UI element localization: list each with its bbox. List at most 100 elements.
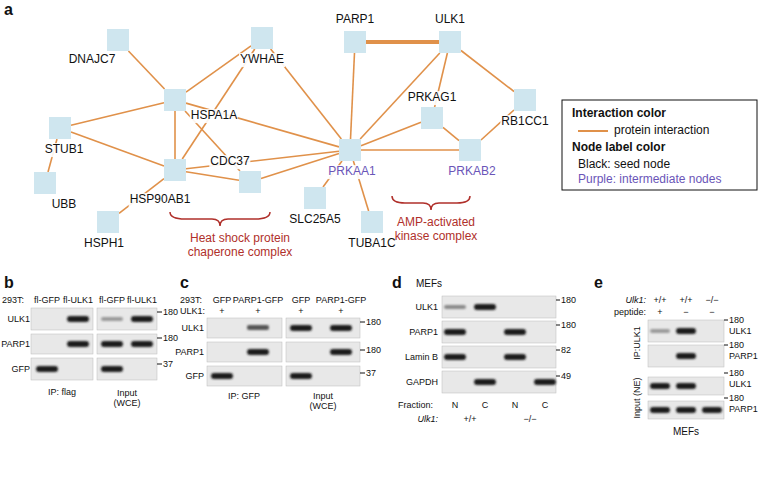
label-text: GAPDH [406, 377, 438, 387]
marker-tick [556, 325, 560, 326]
interaction-line [128, 51, 164, 89]
blot-strip [648, 320, 724, 342]
blot-band [504, 329, 526, 335]
node-label: HSPH1 [83, 237, 125, 251]
label-text: + [338, 306, 343, 316]
blot-band [247, 325, 269, 330]
blot-band [444, 329, 466, 335]
label-text: MEFs [416, 278, 442, 290]
blot-band [650, 407, 670, 413]
marker-tick [556, 350, 560, 351]
blot-band [650, 383, 670, 389]
node-label: PRKAA1 [327, 165, 376, 179]
interaction-line [71, 132, 164, 166]
interaction-line [186, 103, 339, 147]
protein-node: RB1CC1 [514, 89, 536, 111]
label-text: PARP1-GFP [316, 295, 366, 305]
blot-band [247, 349, 269, 355]
interaction-line [366, 42, 439, 43]
label-text: 293T: [2, 295, 24, 305]
blot-band [101, 366, 123, 372]
label-text: 180 [729, 315, 744, 325]
label-text: Interaction color [572, 107, 666, 121]
label-text: 180 [561, 295, 576, 305]
protein-node: CDC37 [239, 171, 261, 193]
label-text: + [255, 306, 260, 316]
label-text: IP:ULK1 [632, 326, 642, 360]
blot-strip [286, 318, 360, 338]
label-text: GFP [292, 295, 311, 305]
bracket [170, 212, 270, 226]
blot-band [676, 383, 696, 389]
blot-band [211, 373, 233, 379]
protein-node: HSPH1 [97, 211, 119, 233]
label-text: 180 [729, 393, 744, 403]
marker-tick [724, 373, 728, 374]
label-text: Ulk1: [417, 414, 438, 424]
legend-text: protein interaction [614, 124, 709, 138]
blot-strip [442, 346, 556, 368]
protein-node: YWHAE [251, 27, 273, 49]
label-text: − [683, 307, 688, 317]
label-text: 180 [729, 340, 744, 350]
label-text: 180 [163, 307, 178, 317]
label-text: e [594, 274, 603, 292]
label-text: ULK1 [729, 379, 752, 389]
marker-tick [360, 373, 365, 374]
marker-tick [724, 320, 728, 321]
marker-tick [157, 338, 162, 339]
node-label: ULK1 [434, 13, 466, 27]
label-text: AMP-activated kinase complex [386, 216, 486, 244]
marker-tick [724, 398, 728, 399]
node-label: TUBA1C [347, 237, 396, 251]
blot-band [330, 349, 352, 355]
interaction-line [71, 103, 164, 126]
marker-tick [556, 376, 560, 377]
blot-band [67, 316, 89, 322]
blot-band [676, 353, 696, 359]
node-label: DNAJC7 [68, 53, 117, 67]
interaction-line [186, 151, 339, 168]
interaction-line [186, 103, 339, 147]
label-text: + [219, 306, 224, 316]
blot-strip [648, 401, 724, 419]
blot-band [702, 407, 722, 413]
label-text: Node label color [572, 141, 665, 155]
label-text: ULK1 [181, 323, 204, 333]
interaction-line [361, 122, 421, 145]
label-text: PARP1 [175, 347, 204, 357]
label-text: 293T: [180, 295, 202, 305]
blot-band [504, 354, 526, 360]
label-text: peptide: [614, 307, 646, 317]
blot-band [131, 316, 153, 322]
interaction-line [361, 122, 421, 145]
label-text: Input (WCE) [303, 391, 343, 412]
blot-strip [207, 366, 282, 386]
blot-strip [286, 366, 360, 386]
blot-band [534, 379, 556, 385]
protein-node: PARP1 [344, 31, 366, 53]
label-text: GFP [185, 371, 204, 381]
blot-band [36, 366, 58, 372]
blot-band [101, 341, 123, 347]
marker-tick [556, 300, 560, 301]
node-label: PARP1 [335, 13, 375, 27]
blot-band [444, 354, 466, 360]
legend-text: Black: seed node [578, 158, 670, 172]
blot-strip [207, 342, 282, 362]
blot-band [290, 373, 312, 379]
label-text: −/− [523, 414, 536, 424]
interaction-line [186, 172, 239, 180]
blot-band [101, 317, 123, 321]
node-label: HSPA1A [190, 109, 238, 123]
label-text: Fraction: [398, 400, 433, 410]
blot-band [474, 304, 496, 310]
label-text: Input (WCE) [107, 388, 147, 409]
label-text: ULK1 [7, 314, 30, 324]
label-text: N [452, 400, 459, 410]
protein-node: HSPA1A [164, 89, 186, 111]
label-text: d [392, 274, 402, 292]
label-text: Lamin B [405, 352, 438, 362]
label-text: PARP1 [729, 351, 758, 361]
